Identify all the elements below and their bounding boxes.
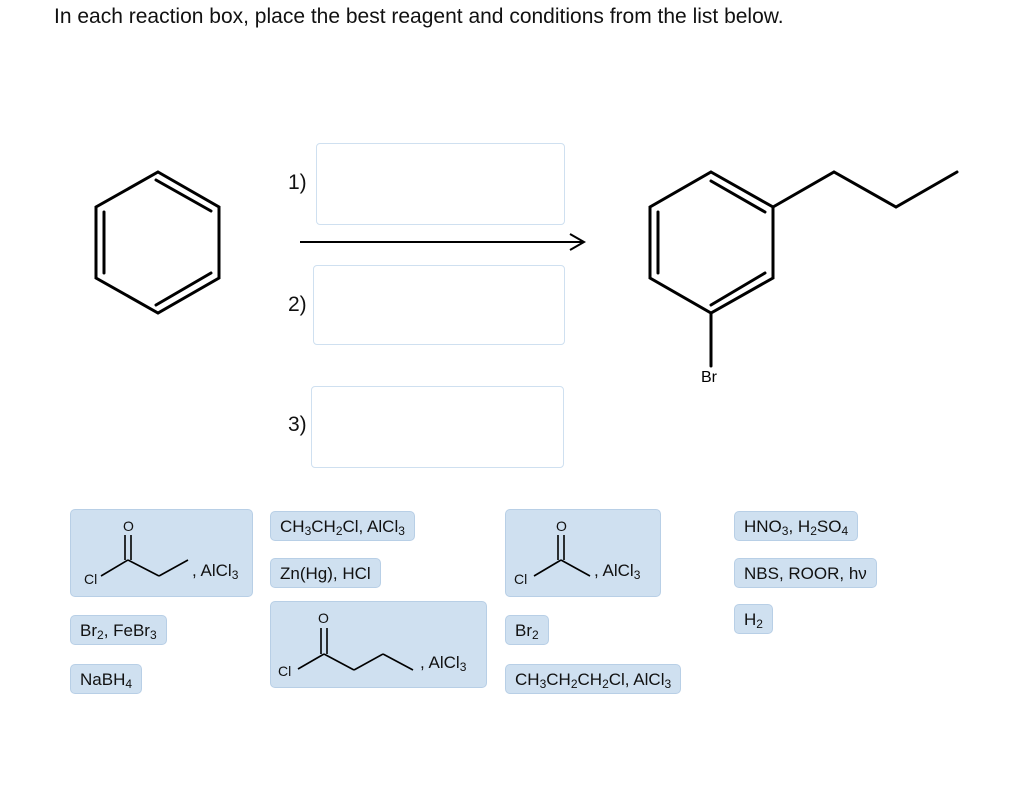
reagent-br2-febr3[interactable]: Br2, FeBr3 — [70, 615, 167, 645]
reagent-h2[interactable]: H2 — [734, 604, 773, 634]
butanoyl-chloride-structure — [297, 628, 414, 671]
reagent-nbs-roor-hv[interactable]: NBS, ROOR, hν — [734, 558, 877, 588]
reagent-nitration[interactable]: HNO3, H2SO4 — [734, 511, 859, 541]
step-1-drop-box[interactable] — [316, 143, 565, 225]
step-2-label: 2) — [288, 293, 307, 316]
reagent-zn-hg-hcl[interactable]: Zn(Hg), HCl — [270, 558, 381, 588]
reagent-ethyl-chloride-alcl3[interactable]: CH3CH2Cl, AlCl3 — [270, 511, 415, 541]
chlorine-atom-label: Cl — [84, 571, 98, 587]
step-3-drop-box[interactable] — [311, 386, 564, 468]
step-2-drop-box[interactable] — [313, 265, 565, 345]
reaction-scheme — [94, 170, 959, 368]
product-bromine-label: Br — [701, 369, 717, 386]
oxygen-atom-label: O — [318, 610, 329, 626]
catalyst-label: , AlCl3 — [192, 561, 239, 582]
oxygen-atom-label: O — [123, 518, 134, 534]
oxygen-atom-label: O — [556, 518, 567, 534]
reagent-butanoyl-chloride-alcl3[interactable]: Cl O , AlCl3 — [270, 601, 487, 688]
step-3-label: 3) — [288, 413, 307, 436]
instruction-text: In each reaction box, place the best rea… — [54, 5, 784, 28]
reaction-arrow — [300, 233, 587, 251]
reagent-acetyl-chloride-alcl3[interactable]: Cl O , AlCl3 — [505, 509, 661, 597]
reagent-propanoyl-chloride-alcl3[interactable]: Cl O , AlCl3 — [70, 509, 253, 597]
step-1-label: 1) — [288, 171, 307, 194]
reagent-nabh4[interactable]: NaBH4 — [70, 664, 143, 694]
reagent-propyl-chloride-alcl3[interactable]: CH3CH2CH2Cl, AlCl3 — [505, 664, 682, 694]
acetyl-chloride-structure — [533, 535, 591, 577]
catalyst-label: , AlCl3 — [420, 653, 467, 674]
product-molecule — [648, 170, 959, 368]
chlorine-atom-label: Cl — [514, 571, 528, 587]
starting-material-benzene — [94, 170, 221, 315]
reagent-br2[interactable]: Br2 — [505, 615, 549, 645]
chlorine-atom-label: Cl — [278, 663, 292, 679]
catalyst-label: , AlCl3 — [594, 561, 641, 582]
propanoyl-chloride-structure — [100, 535, 189, 577]
